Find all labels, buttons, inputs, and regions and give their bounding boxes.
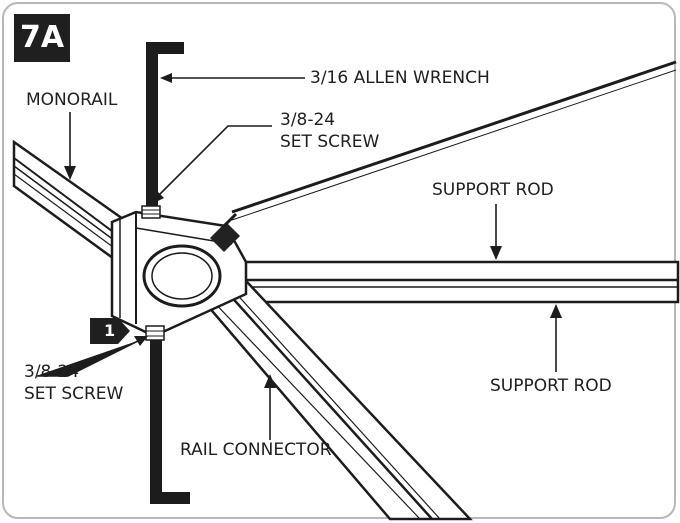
support-rod-upper-label: SUPPORT ROD xyxy=(432,180,554,200)
callout-number: 1 xyxy=(104,321,116,340)
support-rod-drawing xyxy=(238,260,680,304)
top-set-screw-label-line1: 3/8-24 xyxy=(280,110,336,130)
callout-marker xyxy=(90,318,130,344)
rail-connector-label: RAIL CONNECTOR xyxy=(180,440,332,460)
monorail-label: MONORAIL xyxy=(26,90,118,110)
leader-lines xyxy=(36,73,562,440)
allen-wrench-top xyxy=(146,42,184,206)
support-rod-lower-label: SUPPORT ROD xyxy=(490,376,612,396)
bottom-set-screw-label-line2: SET SCREW xyxy=(24,384,124,404)
top-set-screw-label-line2: SET SCREW xyxy=(280,132,380,152)
angled-set-screw xyxy=(210,212,240,252)
top-set-screw xyxy=(141,205,161,219)
bottom-set-screw xyxy=(145,325,165,341)
allen-wrench-label: 3/16 ALLEN WRENCH xyxy=(310,68,490,88)
step-tag: 7A xyxy=(14,14,70,62)
bottom-set-screw-label-line1: 3/8-24 xyxy=(24,362,80,382)
upper-diagonal-rod xyxy=(231,60,677,221)
allen-wrench-bottom xyxy=(150,340,190,504)
